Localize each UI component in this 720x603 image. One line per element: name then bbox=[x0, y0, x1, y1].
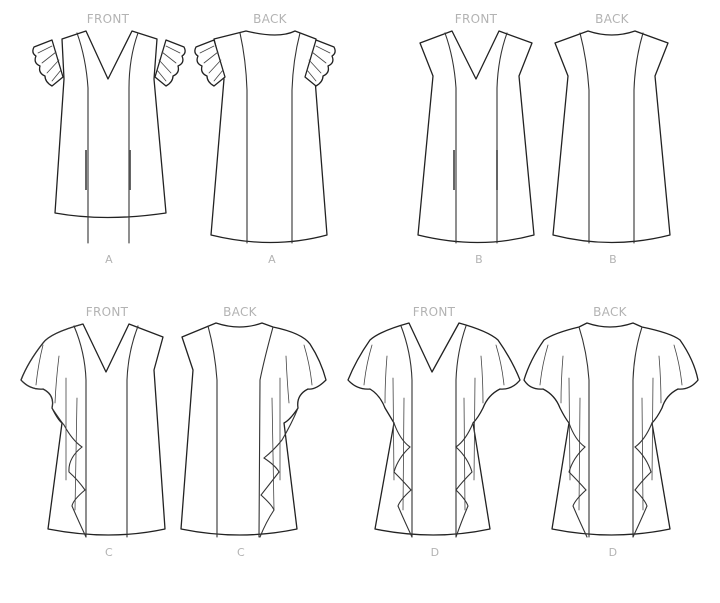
variation-label-c-front: C bbox=[105, 546, 113, 559]
garment-b-front bbox=[417, 30, 535, 244]
variation-label-c-back: C bbox=[237, 546, 245, 559]
variation-label-b-front: B bbox=[475, 253, 483, 266]
variation-label-d-back: D bbox=[608, 546, 618, 559]
garment-c-back bbox=[180, 322, 327, 538]
view-label-b-back: BACK bbox=[595, 12, 629, 26]
view-label-a-front: FRONT bbox=[86, 12, 130, 26]
view-label-a-back: BACK bbox=[253, 12, 287, 26]
garment-d-back bbox=[523, 322, 699, 538]
variation-label-a-back: A bbox=[268, 253, 276, 266]
garment-c-front bbox=[20, 323, 166, 538]
variation-label-b-back: B bbox=[609, 253, 617, 266]
garment-d-front bbox=[347, 322, 521, 538]
garment-a-front bbox=[32, 30, 186, 244]
variation-label-d-front: D bbox=[430, 546, 440, 559]
view-label-c-front: FRONT bbox=[85, 305, 129, 319]
view-label-b-front: FRONT bbox=[454, 12, 498, 26]
variation-label-a-front: A bbox=[105, 253, 113, 266]
garment-b-back bbox=[552, 30, 671, 244]
view-label-c-back: BACK bbox=[223, 305, 257, 319]
view-label-d-back: BACK bbox=[593, 305, 627, 319]
garment-a-back bbox=[194, 30, 336, 244]
view-label-d-front: FRONT bbox=[412, 305, 456, 319]
